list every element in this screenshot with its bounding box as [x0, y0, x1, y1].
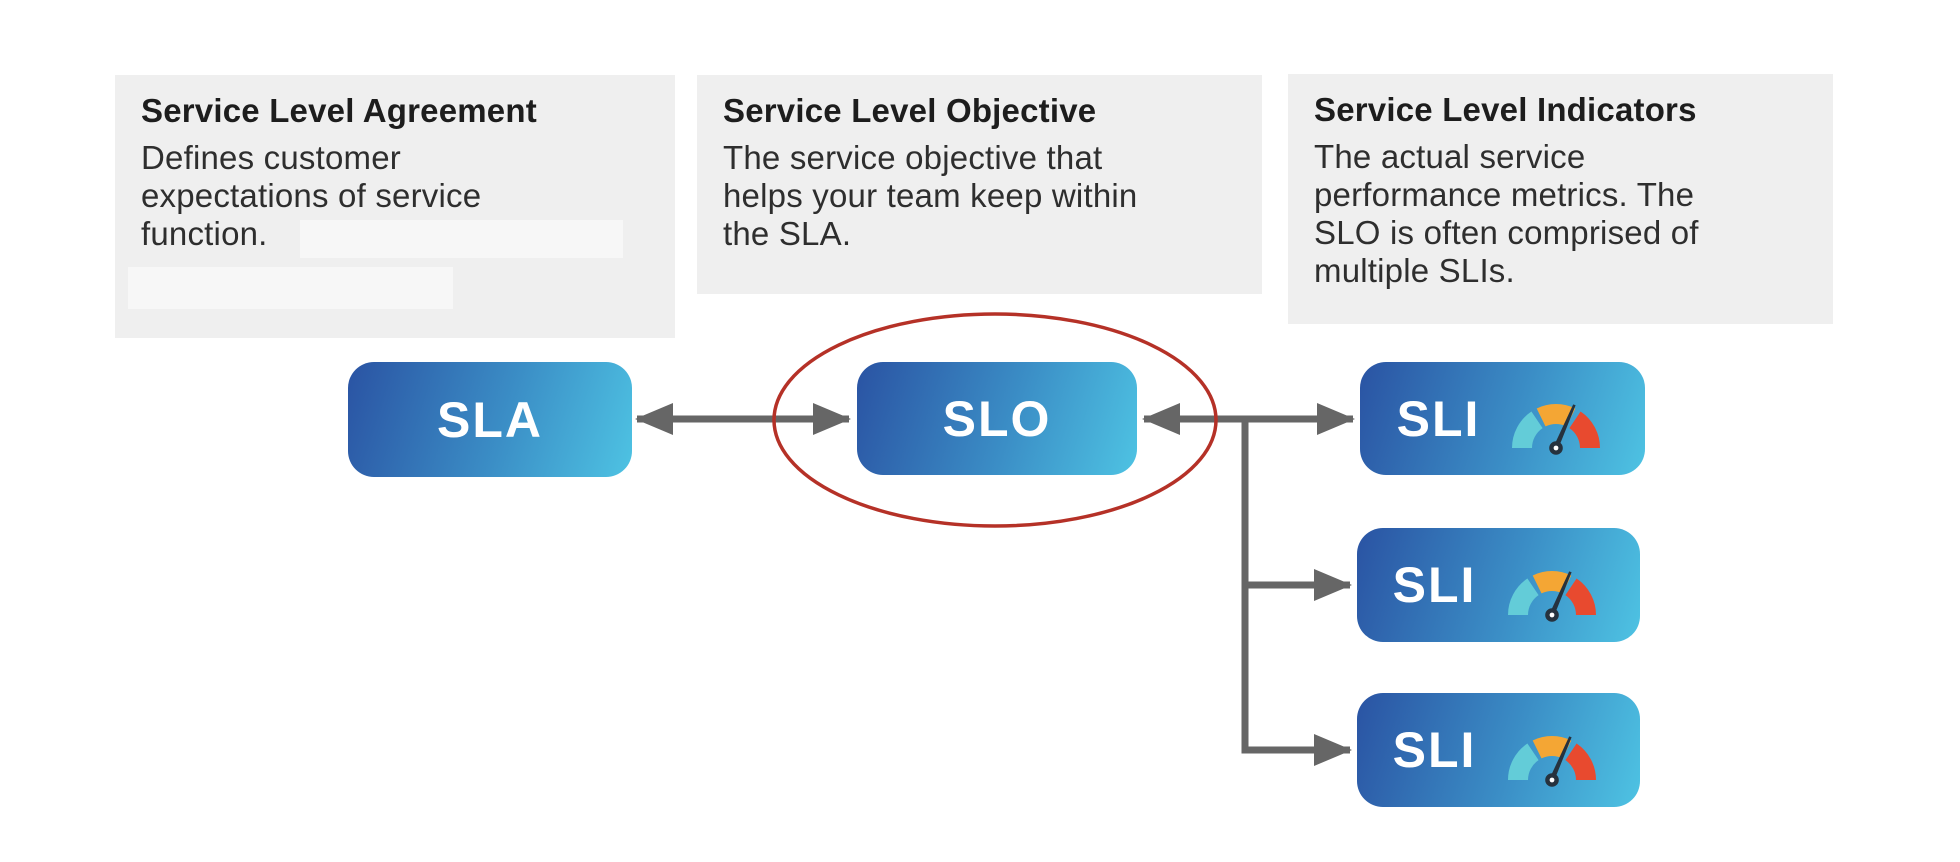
node-label: SLI: [1392, 557, 1477, 613]
card-title-sli: Service Level Indicators: [1314, 91, 1697, 128]
gauge-meter-icon: [1500, 722, 1604, 788]
node-slo: SLO: [857, 362, 1137, 475]
card-text-line: helps your team keep within: [723, 177, 1138, 214]
redacted-text-area: [128, 267, 453, 309]
gauge-meter-icon: [1500, 557, 1604, 623]
info-card-sli: Service Level Indicators The actual serv…: [1288, 74, 1833, 324]
node-sli-2: SLI: [1357, 528, 1640, 642]
node-sli-1: SLI: [1360, 362, 1645, 475]
card-text-line: Defines customer: [141, 139, 401, 176]
node-label: SLI: [1396, 390, 1481, 447]
redacted-text-area: [300, 220, 623, 258]
info-card-sla: Service Level Agreement Defines customer…: [115, 75, 675, 338]
card-text-line: The service objective that: [723, 139, 1103, 176]
card-text-line: function.: [141, 215, 268, 252]
info-card-slo: Service Level Objective The service obje…: [697, 75, 1262, 294]
card-title-sla: Service Level Agreement: [141, 92, 537, 129]
node-label: SLI: [1392, 722, 1477, 778]
card-text-line: performance metrics. The: [1314, 176, 1695, 213]
gauge-meter-icon: [1504, 390, 1608, 456]
card-text-line: expectations of service: [141, 177, 482, 214]
node-label: SLO: [942, 390, 1052, 447]
card-text-line: the SLA.: [723, 215, 852, 252]
node-sla: SLA: [348, 362, 632, 477]
card-text-line: SLO is often comprised of: [1314, 214, 1699, 251]
card-text-line: multiple SLIs.: [1314, 252, 1515, 289]
node-sli-3: SLI: [1357, 693, 1640, 807]
card-title-slo: Service Level Objective: [723, 92, 1097, 129]
card-text-line: The actual service: [1314, 138, 1586, 175]
node-label: SLA: [437, 391, 543, 448]
